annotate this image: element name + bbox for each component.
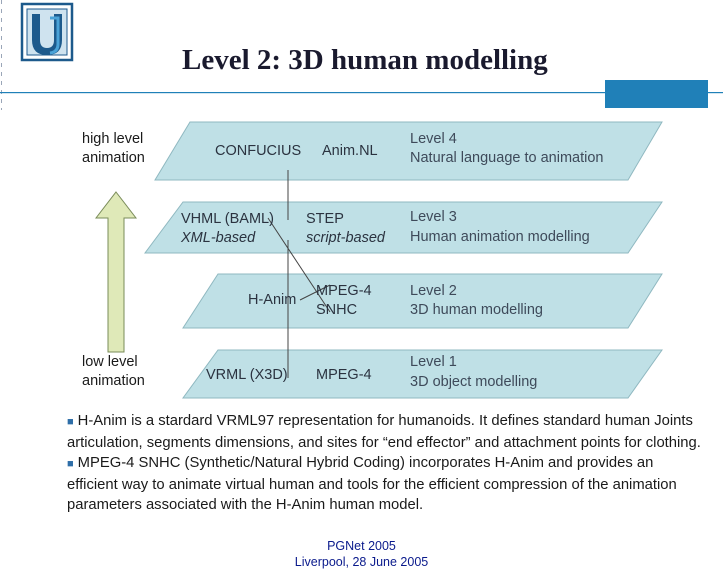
l3-item-2-sub: script-based [306,230,385,246]
l4-desc: Natural language to animation [410,150,604,166]
title-accent-bar [605,80,708,108]
bullet-item: ■MPEG-4 SNHC (Synthetic/Natural Hybrid C… [67,455,677,513]
footer-place-date: Liverpool, 28 June 2005 [294,555,429,569]
l1-item-1: VRML (X3D) [206,367,288,383]
title-rule [0,92,723,94]
bullet-marker-icon: ■ [67,458,74,470]
l3-item-1: VHML (BAML) [181,211,274,227]
bullet-marker-icon: ■ [67,416,74,428]
l1-desc: 3D object modelling [410,374,538,390]
university-logo [20,2,74,62]
l4-item-1: CONFUCIUS [215,143,302,159]
l3-item-2: STEP [306,211,344,227]
page-title: Level 2: 3D human modelling [182,44,548,76]
l3-item-1-sub: XML-based [181,230,256,246]
abstraction-arrow [94,191,138,353]
level-2-plane [182,273,663,329]
footer: PGNet 2005 Liverpool, 28 June 2005 [0,538,723,570]
footer-event: PGNet 2005 [327,539,396,553]
l2-title: Level 2 [410,283,457,299]
l2-item-2-sub: SNHC [316,302,358,318]
bullet-item: ■H-Anim is a stardard VRML97 representat… [67,413,701,451]
level-1-plane [182,349,663,399]
l1-title: Level 1 [410,354,457,370]
side-decoration [1,0,2,110]
layer-diagram [94,121,663,399]
level-4-plane [154,121,663,181]
l4-title: Level 4 [410,131,457,147]
l1-item-2: MPEG-4 [316,367,372,383]
l2-item-2: MPEG-4 [316,283,372,299]
l2-item-1: H-Anim [248,292,297,308]
level-3-plane [144,201,663,254]
l3-desc: Human animation modelling [410,229,590,245]
l4-item-2: Anim.NL [322,143,378,159]
l2-desc: 3D human modelling [410,302,543,318]
l3-title: Level 3 [410,209,457,225]
bullet-list: ■H-Anim is a stardard VRML97 representat… [67,411,707,516]
